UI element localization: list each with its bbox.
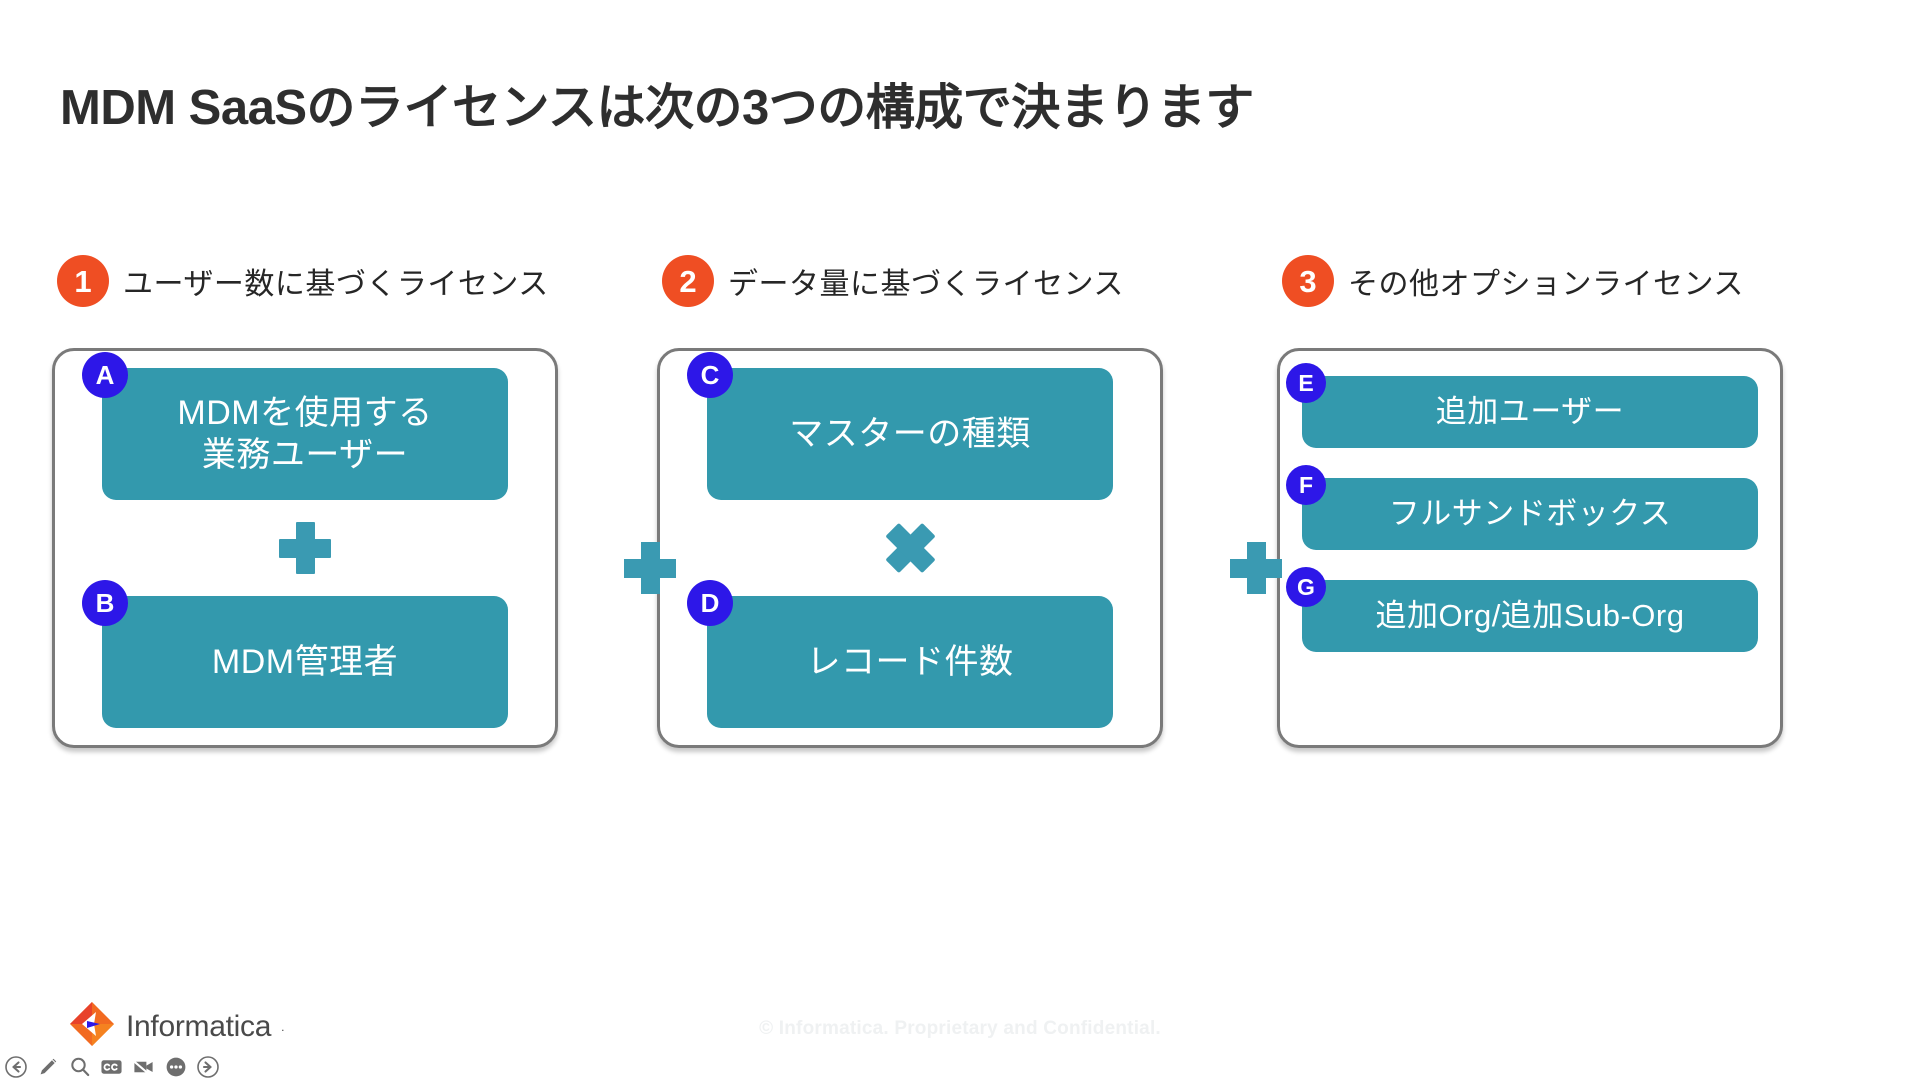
presenter-toolbar[interactable] xyxy=(4,1055,219,1078)
column-3-stack: E 追加ユーザー F フルサンドボックス G 追加Org/追加Sub-Org xyxy=(1280,351,1780,745)
footer-copyright: © Informatica. Proprietary and Confident… xyxy=(759,1018,1161,1039)
license-column-1: 1 ユーザー数に基づくライセンス A MDMを使用する 業務ユーザー B MDM… xyxy=(52,250,558,770)
brand-name: Informatica xyxy=(126,1009,272,1043)
license-item-g-label: 追加Org/追加Sub-Org xyxy=(1375,597,1685,633)
license-column-3: 3 その他オプションライセンス E 追加ユーザー F フルサンドボックス G xyxy=(1277,250,1783,770)
license-item-e-label: 追加ユーザー xyxy=(1435,393,1625,429)
column-number-badge-2: 2 xyxy=(662,255,714,307)
license-item-a[interactable]: A MDMを使用する 業務ユーザー xyxy=(82,352,508,500)
column-2-stack: C マスターの種類 D レコード件数 xyxy=(660,351,1160,745)
item-letter-badge-a: A xyxy=(82,352,128,398)
pencil-icon[interactable] xyxy=(36,1055,59,1078)
back-arrow-icon[interactable] xyxy=(4,1055,27,1078)
license-item-g[interactable]: G 追加Org/追加Sub-Org xyxy=(1286,567,1758,652)
license-item-c-label: マスターの種類 xyxy=(789,414,1031,453)
column-1-heading-label: ユーザー数に基づくライセンス xyxy=(123,268,549,301)
license-item-f-label: フルサンドボックス xyxy=(1388,495,1672,531)
more-options-icon[interactable] xyxy=(164,1055,187,1078)
license-item-d-label: レコード件数 xyxy=(806,642,1014,681)
license-item-b-label: MDM管理者 xyxy=(211,642,399,681)
page-title: MDM SaaSのライセンスは次の3つの構成で決まります xyxy=(60,81,1254,135)
column-number-badge-1: 1 xyxy=(57,255,109,307)
forward-arrow-icon[interactable] xyxy=(196,1055,219,1078)
license-column-2: 2 データ量に基づくライセンス C マスターの種類 D レコード件数 xyxy=(657,250,1163,770)
columns-region: 1 ユーザー数に基づくライセンス A MDMを使用する 業務ユーザー B MDM… xyxy=(0,250,1920,770)
operator-plus-column-1 xyxy=(279,522,331,574)
column-1-stack: A MDMを使用する 業務ユーザー B MDM管理者 xyxy=(55,351,555,745)
column-2-heading-label: データ量に基づくライセンス xyxy=(728,268,1124,301)
license-item-c[interactable]: C マスターの種類 xyxy=(687,352,1113,500)
column-3-container: E 追加ユーザー F フルサンドボックス G 追加Org/追加Sub-Org xyxy=(1277,348,1783,748)
license-item-f[interactable]: F フルサンドボックス xyxy=(1286,465,1758,550)
informatica-diamond-icon xyxy=(68,1000,116,1053)
item-letter-badge-g: G xyxy=(1286,567,1326,607)
video-off-icon[interactable] xyxy=(132,1055,155,1078)
brand-logo: Informatica . xyxy=(68,1000,284,1053)
column-number-badge-3: 3 xyxy=(1282,255,1334,307)
column-2-container: C マスターの種類 D レコード件数 xyxy=(657,348,1163,748)
search-icon[interactable] xyxy=(68,1055,91,1078)
license-item-a-label: MDMを使用する 業務ユーザー xyxy=(177,393,433,475)
column-2-heading: 2 データ量に基づくライセンス xyxy=(657,250,1163,312)
column-1-container: A MDMを使用する 業務ユーザー B MDM管理者 xyxy=(52,348,558,748)
operator-multiply-column-2 xyxy=(884,522,936,574)
column-1-heading: 1 ユーザー数に基づくライセンス xyxy=(52,250,558,312)
closed-caption-icon[interactable] xyxy=(100,1055,123,1078)
license-item-d[interactable]: D レコード件数 xyxy=(687,580,1113,728)
item-letter-badge-d: D xyxy=(687,580,733,626)
operator-plus-between-1-2 xyxy=(624,542,676,594)
license-item-e[interactable]: E 追加ユーザー xyxy=(1286,363,1758,448)
operator-plus-between-2-3 xyxy=(1230,542,1282,594)
column-3-heading: 3 その他オプションライセンス xyxy=(1277,250,1783,312)
item-letter-badge-b: B xyxy=(82,580,128,626)
item-letter-badge-f: F xyxy=(1286,465,1326,505)
item-letter-badge-c: C xyxy=(687,352,733,398)
column-3-heading-label: その他オプションライセンス xyxy=(1348,268,1744,301)
item-letter-badge-e: E xyxy=(1286,363,1326,403)
brand-trademark: . xyxy=(281,1019,285,1034)
license-item-b[interactable]: B MDM管理者 xyxy=(82,580,508,728)
